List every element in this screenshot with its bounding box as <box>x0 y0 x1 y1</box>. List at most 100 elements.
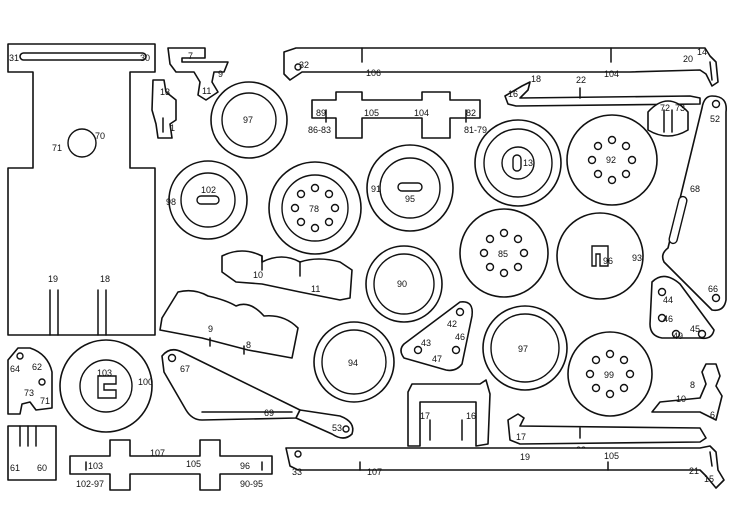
bracket-62-73 <box>7 347 53 415</box>
long-bar-top <box>283 47 719 87</box>
part-label: 45 <box>690 324 700 334</box>
part-label: 18 <box>531 74 541 84</box>
frame-17-16 <box>407 379 491 447</box>
part-label: 62 <box>32 362 42 372</box>
wheel-103 <box>59 339 153 433</box>
part-label: 18 <box>100 274 110 284</box>
part-label: 15 <box>704 474 714 484</box>
part-label: 105 <box>604 451 619 461</box>
bar-17-23 <box>507 413 707 445</box>
part-label: 16 <box>508 89 518 99</box>
part-label: 33 <box>292 467 302 477</box>
part-label: 86-83 <box>308 125 331 135</box>
part-label: 104 <box>604 69 619 79</box>
wheel-94 <box>313 321 395 403</box>
part-label: 78 <box>309 204 319 214</box>
part-label: 7 <box>188 51 193 61</box>
part-label: 82 <box>466 108 476 118</box>
chassis-plate <box>7 43 156 336</box>
part-label: 46 <box>663 314 673 324</box>
part-label: 81-79 <box>464 125 487 135</box>
wheel-97-middle <box>482 305 568 391</box>
part-label: 89 <box>316 108 326 118</box>
wheel-95 <box>366 144 454 232</box>
part-label: 17 <box>420 411 430 421</box>
part-label: 107 <box>367 467 382 477</box>
part-label: 11 <box>311 284 320 294</box>
arm-67-69 <box>161 348 301 421</box>
part-label: 85 <box>498 249 508 259</box>
part-label: 73 <box>24 388 34 398</box>
part-label: 8 <box>246 340 251 350</box>
part-label: 49 <box>673 331 683 341</box>
wheel-96 <box>556 212 644 300</box>
bracket-13-1 <box>151 79 177 139</box>
part-label: 19 <box>520 452 530 462</box>
part-label: 6 <box>710 410 715 420</box>
part-label: 105 <box>364 108 379 118</box>
part-label: 68 <box>690 184 700 194</box>
bracket-42-47 <box>400 300 474 372</box>
part-label: 106 <box>366 68 381 78</box>
wheel-78 <box>268 161 362 255</box>
part-label: 66 <box>708 284 718 294</box>
part-label: 64 <box>10 364 20 374</box>
part-label: 90 <box>397 279 407 289</box>
bar-18-16-22 <box>504 81 701 107</box>
bracket-7-9-11 <box>167 47 229 101</box>
bar-10-11 <box>221 250 353 301</box>
part-label: 70 <box>95 131 105 141</box>
part-label: 103 <box>97 368 112 378</box>
part-label: 11 <box>202 86 211 96</box>
part-label: 8 <box>690 380 695 390</box>
part-72-73 <box>647 100 689 137</box>
part-label: 46 <box>455 332 465 342</box>
part-label: 19 <box>48 274 58 284</box>
wheel-85 <box>459 208 549 298</box>
part-label: 13 <box>160 87 170 97</box>
part-label: 47 <box>432 354 442 364</box>
wheel-97-top <box>210 81 288 159</box>
part-label: 14 <box>697 47 707 57</box>
part-label: 16 <box>466 411 476 421</box>
part-label: 1 <box>170 123 175 133</box>
part-label: 42 <box>447 319 457 329</box>
part-label: 98 <box>166 197 176 207</box>
part-label: 96 <box>240 461 250 471</box>
part-label: 94 <box>348 358 358 368</box>
axle-beam-top <box>311 91 481 139</box>
bar-9-8 <box>159 289 299 359</box>
part-label: 17 <box>516 432 526 442</box>
part-label: 102 <box>201 185 216 195</box>
part-label: 105 <box>186 459 201 469</box>
part-label: 90-95 <box>240 479 263 489</box>
bracket-8-10-6 <box>651 363 723 421</box>
part-label: 9 <box>218 69 223 79</box>
part-label: 72 <box>660 103 670 113</box>
part-label: 60 <box>37 463 47 473</box>
part-label: 97 <box>243 115 253 125</box>
part-label: 107 <box>150 448 165 458</box>
part-label: 71 <box>52 143 62 153</box>
part-label: 95 <box>405 194 415 204</box>
part-label: 93 <box>632 253 642 263</box>
axle-beam-bottom <box>69 439 273 491</box>
wheel-102 <box>168 160 248 240</box>
wheel-13 <box>474 119 562 207</box>
part-label: 103 <box>88 461 103 471</box>
part-label: 99 <box>604 370 614 380</box>
part-label: 10 <box>676 394 686 404</box>
part-label: 43 <box>421 338 431 348</box>
part-label: 20 <box>683 54 693 64</box>
part-label: 21 <box>689 466 699 476</box>
part-label: 44 <box>663 295 673 305</box>
part-label: 52 <box>710 114 720 124</box>
long-bar-bottom <box>285 445 725 489</box>
part-label: 30 <box>140 53 150 63</box>
part-label: 102-97 <box>76 479 104 489</box>
part-label: 96 <box>603 256 613 266</box>
part-label: 13 <box>523 158 533 168</box>
wheel-92 <box>566 114 658 206</box>
part-label: 61 <box>10 463 20 473</box>
